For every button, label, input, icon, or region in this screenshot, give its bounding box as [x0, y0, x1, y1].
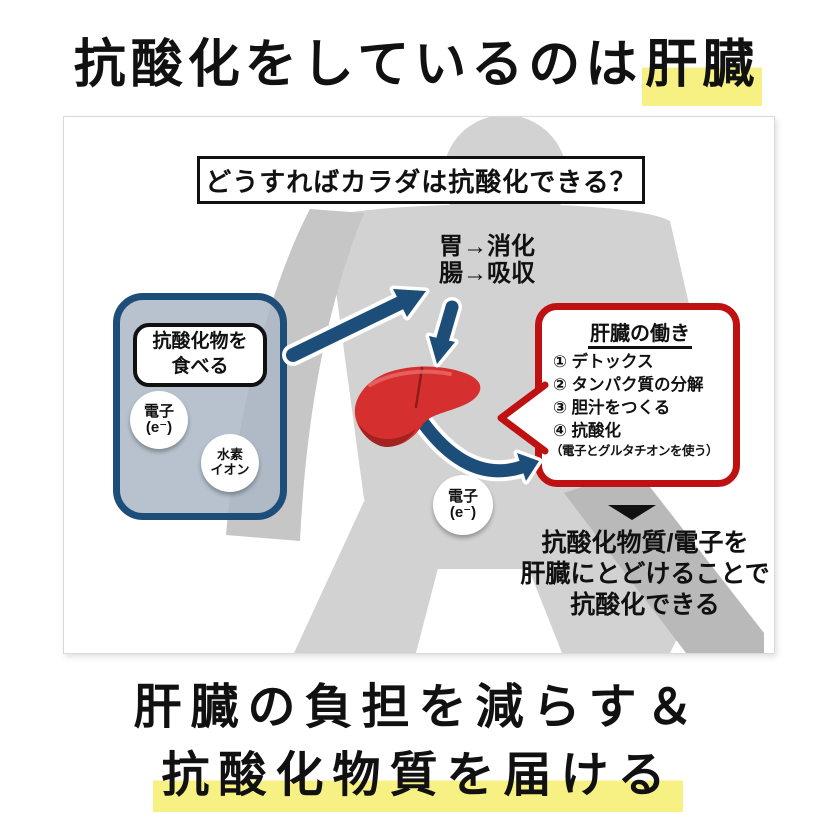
- footer-line2-highlight: 抗酸化物質を届ける: [153, 749, 683, 812]
- eat-label-line1: 抗酸化物を: [152, 331, 248, 353]
- question-box: どうすればカラダは抗酸化できる？: [197, 156, 645, 204]
- footer-line2: 抗酸化物質を届ける: [0, 742, 836, 812]
- electron-symbol: (e⁻): [145, 419, 173, 436]
- eat-antioxidants-label-box: 抗酸化物を 食べる: [133, 323, 267, 387]
- electron-label: 電子: [143, 402, 174, 420]
- hydrogen-label-line2: イオン: [210, 462, 250, 477]
- liver-function-note: （電子とグルタチオンを使う）: [550, 444, 719, 458]
- electron-bottom-symbol: (e⁻): [449, 504, 477, 521]
- liver-functions-title: 肝臓の働き: [553, 317, 727, 349]
- eat-label-line2: 食べる: [171, 356, 229, 377]
- electron-bottom-label: 電子: [447, 487, 478, 505]
- electron-circle-bottom: 電子 (e⁻): [433, 475, 493, 535]
- digestion-labels: 胃→消化 腸→吸収: [392, 233, 582, 287]
- diagram-panel: どうすればカラダは抗酸化できる？ 胃→消化 腸→吸収 抗酸化物を 食べる 電子 …: [63, 116, 775, 654]
- footer-line1: 肝臓の負担を減らす＆: [133, 681, 703, 734]
- liver-function-item: ① デトックス: [553, 353, 654, 371]
- page-title: 抗酸化をしているのは肝臓: [0, 22, 836, 106]
- question-text: どうすればカラダは抗酸化できる？: [205, 166, 637, 197]
- liver-function-item: ④ 抗酸化: [553, 422, 622, 440]
- conclusion-line3: 抗酸化できる: [570, 591, 720, 619]
- silhouette-left-leg: [294, 491, 458, 653]
- conclusion-line1: 抗酸化物質/電子を: [541, 529, 749, 557]
- page-title-prefix: 抗酸化をしているのは: [73, 36, 643, 94]
- footer-headline: 肝臓の負担を減らす＆ 抗酸化物質を届ける: [0, 674, 836, 812]
- hydrogen-ion-circle: 水素 イオン: [201, 434, 259, 492]
- page-title-highlight: 肝臓: [642, 36, 763, 106]
- liver-function-item: ③ 胆汁をつくる: [553, 399, 671, 417]
- electron-circle: 電子 (e⁻): [130, 391, 188, 449]
- hydrogen-label-line1: 水素: [216, 447, 243, 463]
- conclusion-text: 抗酸化物質/電子を 肝臓にとどけることで 抗酸化できる: [475, 528, 815, 621]
- intestine-label: 腸→吸収: [439, 260, 535, 287]
- conclusion-line2: 肝臓にとどけることで: [520, 560, 770, 588]
- stomach-label: 胃→消化: [439, 233, 535, 260]
- liver-function-item: ② タンパク質の分解: [553, 376, 704, 394]
- liver-functions-box: 肝臓の働き ① デトックス ② タンパク質の分解 ③ 胆汁をつくる ④ 抗酸化 …: [535, 303, 740, 487]
